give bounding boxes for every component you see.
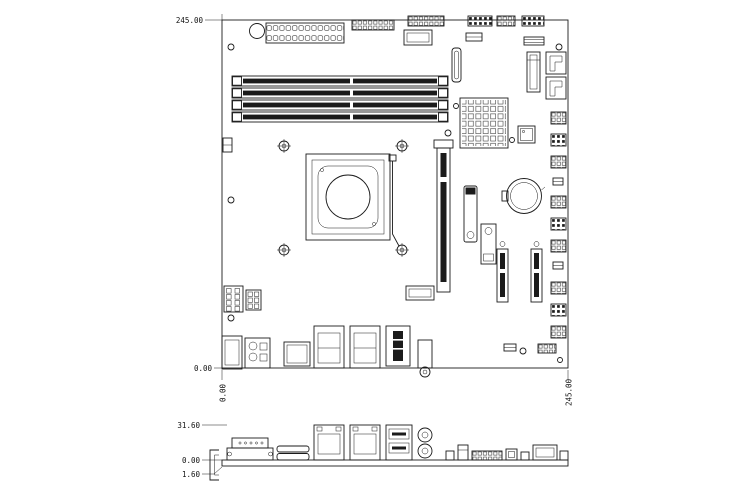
board-side-view	[209, 424, 569, 481]
usb-stack-footprint	[385, 325, 411, 367]
pcie-x16-slot	[433, 139, 454, 293]
smd-component-side	[445, 450, 455, 461]
vga-port-footprint	[221, 335, 243, 370]
dim-label-board-width: 245.00	[565, 378, 574, 406]
board-top-view	[221, 15, 569, 378]
dimm-slot-1	[231, 75, 449, 87]
mounting-hole	[227, 43, 235, 51]
board-outline	[221, 19, 569, 369]
dimm-slots	[231, 75, 449, 123]
pcie-x4-slot	[530, 241, 543, 303]
lan-port-side	[349, 424, 381, 461]
m2-slot	[463, 185, 478, 243]
m2-key-slot	[526, 51, 541, 93]
connector-side	[505, 448, 518, 461]
pin-header	[407, 15, 445, 27]
smd-component	[523, 36, 545, 46]
smd-component	[465, 32, 483, 42]
lan-port-footprint	[313, 325, 345, 369]
cpu-power-8pin-connector	[223, 285, 244, 313]
mounting-hole	[227, 196, 235, 204]
front-panel-header	[351, 19, 395, 31]
mounting-hole	[557, 357, 563, 363]
front-panel-usb-header	[405, 285, 435, 301]
mounting-hole	[227, 314, 235, 322]
m2-slot	[480, 223, 497, 265]
chipset-heatsink	[453, 97, 515, 149]
pin-header	[537, 343, 557, 354]
pin-header-dark	[521, 15, 545, 27]
dimm-slot-4	[231, 111, 449, 123]
io-bracket-profile	[209, 449, 219, 481]
left-edge-connector	[222, 137, 233, 153]
audio-jack-footprint	[417, 339, 433, 378]
pcie-x4-slot	[496, 241, 509, 303]
dimm-slot-3	[231, 99, 449, 111]
dimension-annotations: 245.00 0.00 0.00 245.00 31.60 0.00 1.60	[176, 14, 574, 479]
io-bracket-inner	[214, 454, 219, 476]
pin-header	[496, 15, 516, 27]
dim-label-board-height: 245.00	[176, 16, 204, 25]
aux-power-6pin-connector	[245, 289, 262, 311]
audio-jacks-side	[417, 427, 433, 459]
pcb-cross-section	[221, 459, 569, 467]
sata-port	[545, 51, 567, 75]
hdmi-port-footprint	[283, 341, 311, 367]
lan-port-footprint	[349, 325, 381, 369]
connector-side	[532, 444, 558, 461]
smd-component-side	[520, 451, 530, 461]
cooler-mount-holes	[277, 139, 409, 257]
usb-stack-side	[385, 424, 413, 461]
pin-header-dark	[467, 15, 493, 27]
socket-load-lever	[392, 161, 400, 247]
cmos-battery	[501, 178, 546, 214]
smd-component	[503, 343, 517, 352]
audio-jack-block-footprint	[244, 337, 271, 369]
flash-chip	[517, 125, 536, 144]
mounting-hole-large	[249, 23, 265, 39]
dim-label-pcb-thickness: 1.60	[182, 470, 201, 479]
displayport-hdmi-side	[276, 445, 310, 461]
right-edge-headers	[550, 111, 567, 339]
dim-label-pcb-top: 0.00	[182, 456, 201, 465]
atx-24pin-power-connector	[265, 22, 345, 44]
usb3-internal-header	[403, 29, 433, 46]
sata-port	[545, 76, 567, 100]
cpu-socket	[305, 153, 400, 247]
vga-connector-side	[226, 437, 274, 461]
edge-connector-side	[559, 450, 569, 461]
pin-header-side	[471, 450, 503, 461]
connector-side	[457, 444, 469, 461]
lan-port-side	[313, 424, 345, 461]
dim-label-origin-bottom: 0.00	[219, 383, 228, 402]
dim-label-origin-left: 0.00	[194, 364, 213, 373]
mounting-hole	[555, 43, 563, 51]
dim-label-io-height: 31.60	[177, 421, 200, 430]
mounting-hole	[444, 129, 452, 137]
dimm-slot-2	[231, 87, 449, 99]
vertical-slot-connector	[451, 47, 462, 83]
mounting-hole	[519, 347, 527, 355]
